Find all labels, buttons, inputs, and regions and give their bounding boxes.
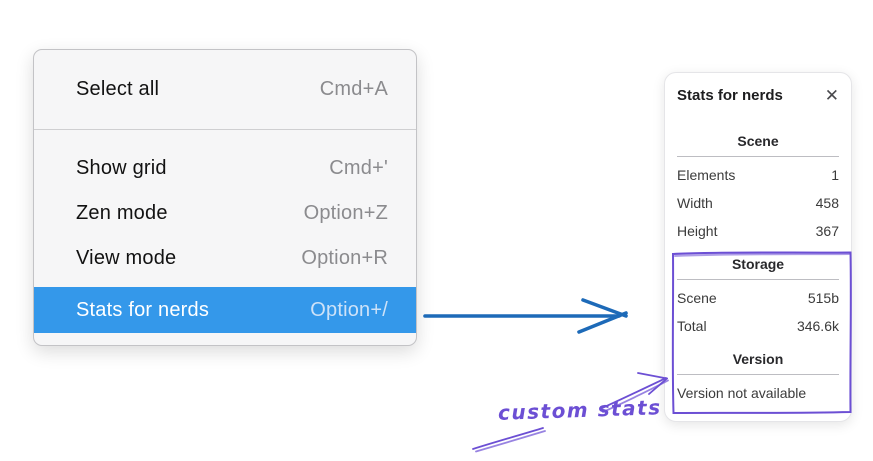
- stat-value: 1: [831, 167, 839, 183]
- custom-stats-annotation-label: custom stats: [497, 395, 662, 425]
- menu-item-label: View mode: [76, 247, 177, 269]
- menu-item-label: Stats for nerds: [76, 298, 210, 321]
- stat-value: 346.6k: [796, 318, 839, 334]
- stat-row-height: Height 367: [677, 217, 839, 245]
- stat-value: 458: [815, 195, 839, 211]
- section-heading-scene: Scene: [737, 133, 779, 149]
- stat-value: 367: [815, 223, 839, 239]
- context-menu: Select all Cmd+A Show grid Cmd+' Zen mod…: [33, 49, 417, 346]
- menu-item-shortcut: Cmd+A: [319, 78, 388, 100]
- section-heading-version: Version: [732, 351, 784, 367]
- stat-label: Scene: [677, 290, 717, 306]
- menu-item-view-mode[interactable]: View mode Option+R: [34, 236, 416, 281]
- section-rule: [677, 374, 839, 375]
- menu-item-label: Zen mode: [76, 202, 168, 224]
- stat-label: Total: [677, 318, 707, 334]
- menu-item-shortcut: Option+Z: [303, 202, 388, 224]
- menu-item-label: Select all: [76, 78, 160, 100]
- menu-item-zen-mode[interactable]: Zen mode Option+Z: [34, 191, 416, 236]
- menu-item-label: Show grid: [76, 157, 167, 179]
- menu-item-stats-for-nerds[interactable]: Stats for nerds Option+/: [34, 287, 416, 333]
- section-rule: [677, 156, 839, 157]
- stats-panel-header: Stats for nerds ✕: [677, 84, 839, 106]
- menu-divider: [34, 129, 416, 130]
- stats-panel: Stats for nerds ✕ Scene Elements 1 Width…: [664, 72, 852, 422]
- stat-row-width: Width 458: [677, 189, 839, 217]
- stat-value: 515b: [807, 290, 839, 306]
- flow-arrow: [423, 298, 628, 334]
- stat-label: Width: [677, 195, 713, 211]
- menu-item-shortcut: Cmd+': [329, 157, 388, 179]
- version-note: Version not available: [677, 385, 807, 401]
- stat-row-total-size: Total 346.6k: [677, 312, 839, 340]
- section-heading-storage: Storage: [731, 256, 785, 272]
- stat-row-scene-size: Scene 515b: [677, 284, 839, 312]
- stats-panel-title: Stats for nerds: [677, 86, 783, 104]
- stat-label: Elements: [677, 167, 736, 183]
- menu-item-shortcut: Option+/: [310, 298, 388, 321]
- stat-row-elements: Elements 1: [677, 161, 839, 189]
- stat-label: Height: [677, 223, 718, 239]
- menu-item-select-all[interactable]: Select all Cmd+A: [34, 50, 416, 129]
- close-icon[interactable]: ✕: [824, 85, 839, 105]
- menu-item-show-grid[interactable]: Show grid Cmd+': [34, 146, 416, 191]
- menu-section: Show grid Cmd+' Zen mode Option+Z View m…: [34, 130, 416, 345]
- menu-item-shortcut: Option+R: [301, 247, 388, 269]
- section-rule: [677, 279, 839, 280]
